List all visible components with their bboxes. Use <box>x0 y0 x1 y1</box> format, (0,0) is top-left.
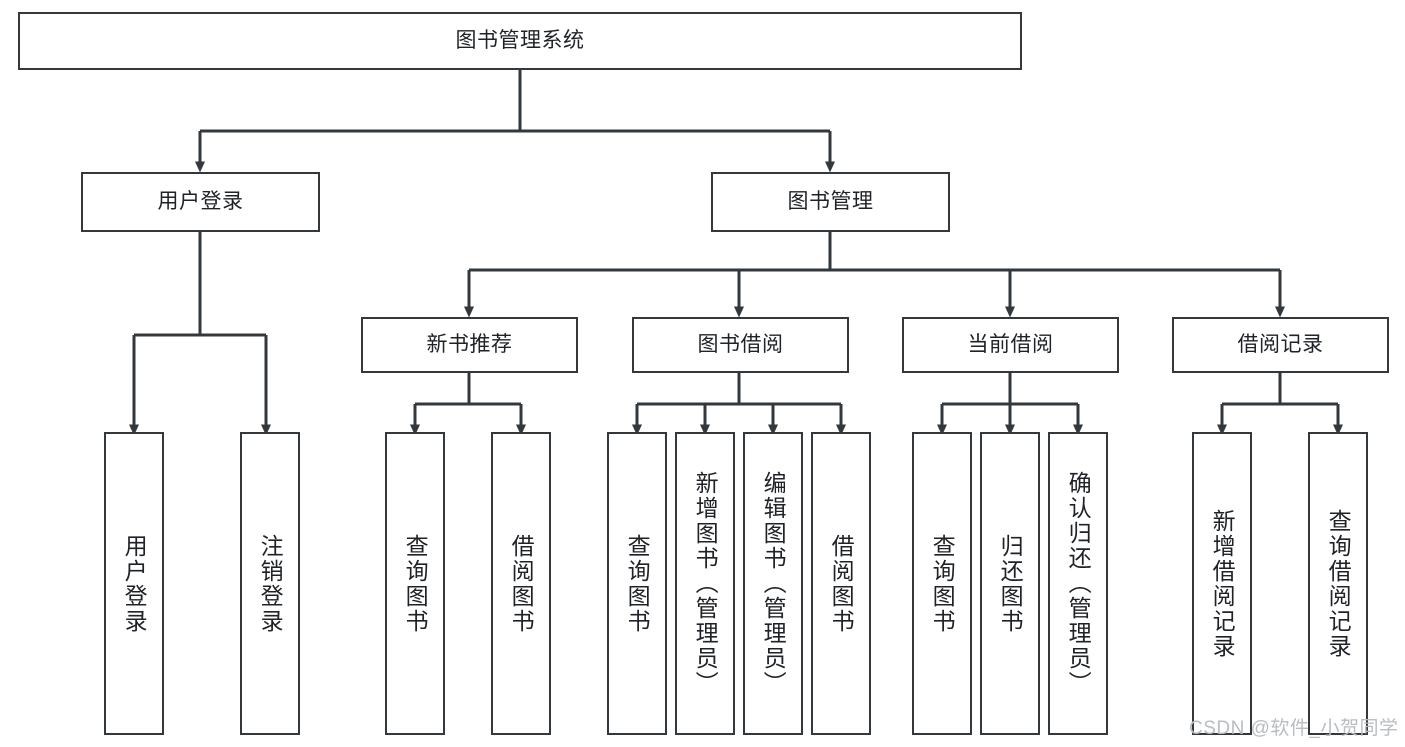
node-book-borrow[interactable]: 图书借阅 <box>632 317 849 373</box>
leaf-record-add-record-label: 新增借阅记录 <box>1209 508 1236 659</box>
node-borrow-record-label: 借阅记录 <box>1237 332 1324 356</box>
node-current-borrow-label: 当前借阅 <box>967 332 1054 356</box>
leaf-user-login-logout[interactable]: 注销登录 <box>240 432 300 735</box>
leaf-current-query-book-label: 查询图书 <box>929 533 956 634</box>
leaf-current-confirm-return-label: 确认归还（管理员） <box>1065 471 1092 696</box>
leaf-user-login-logout-label: 注销登录 <box>257 533 284 634</box>
node-current-borrow[interactable]: 当前借阅 <box>902 317 1119 373</box>
node-book-management[interactable]: 图书管理 <box>711 172 950 232</box>
leaf-borrow-add-book-label: 新增图书（管理员） <box>692 471 719 696</box>
leaf-borrow-borrow-book[interactable]: 借阅图书 <box>811 432 871 735</box>
leaf-borrow-edit-book-label: 编辑图书（管理员） <box>760 471 787 696</box>
leaf-current-confirm-return[interactable]: 确认归还（管理员） <box>1048 432 1108 735</box>
leaf-current-return-book-label: 归还图书 <box>997 533 1024 634</box>
node-borrow-record[interactable]: 借阅记录 <box>1172 317 1389 373</box>
leaf-borrow-borrow-book-label: 借阅图书 <box>828 533 855 634</box>
node-new-book-recommend[interactable]: 新书推荐 <box>361 317 578 373</box>
node-root-system[interactable]: 图书管理系统 <box>18 12 1022 70</box>
csdn-watermark: CSDN @软件_小贺同学 <box>1189 718 1399 739</box>
leaf-borrow-add-book[interactable]: 新增图书（管理员） <box>675 432 735 735</box>
leaf-user-login-login[interactable]: 用户登录 <box>104 432 164 735</box>
node-book-borrow-label: 图书借阅 <box>697 332 784 356</box>
leaf-borrow-edit-book[interactable]: 编辑图书（管理员） <box>743 432 803 735</box>
leaf-record-add-record[interactable]: 新增借阅记录 <box>1192 432 1252 735</box>
leaf-borrow-query-book-label: 查询图书 <box>624 533 651 634</box>
leaf-current-query-book[interactable]: 查询图书 <box>912 432 972 735</box>
leaf-recommend-borrow-book[interactable]: 借阅图书 <box>491 432 551 735</box>
node-user-login[interactable]: 用户登录 <box>81 172 320 232</box>
node-user-login-label: 用户登录 <box>157 189 244 213</box>
leaf-recommend-query-book-label: 查询图书 <box>402 533 429 634</box>
node-root-system-label: 图书管理系统 <box>455 28 585 52</box>
node-book-management-label: 图书管理 <box>787 189 874 213</box>
leaf-user-login-login-label: 用户登录 <box>121 533 148 634</box>
leaf-borrow-query-book[interactable]: 查询图书 <box>607 432 667 735</box>
leaf-current-return-book[interactable]: 归还图书 <box>980 432 1040 735</box>
node-new-book-recommend-label: 新书推荐 <box>426 332 513 356</box>
leaf-record-query-record[interactable]: 查询借阅记录 <box>1308 432 1368 735</box>
leaf-record-query-record-label: 查询借阅记录 <box>1325 508 1352 659</box>
leaf-recommend-query-book[interactable]: 查询图书 <box>385 432 445 735</box>
leaf-recommend-borrow-book-label: 借阅图书 <box>508 533 535 634</box>
